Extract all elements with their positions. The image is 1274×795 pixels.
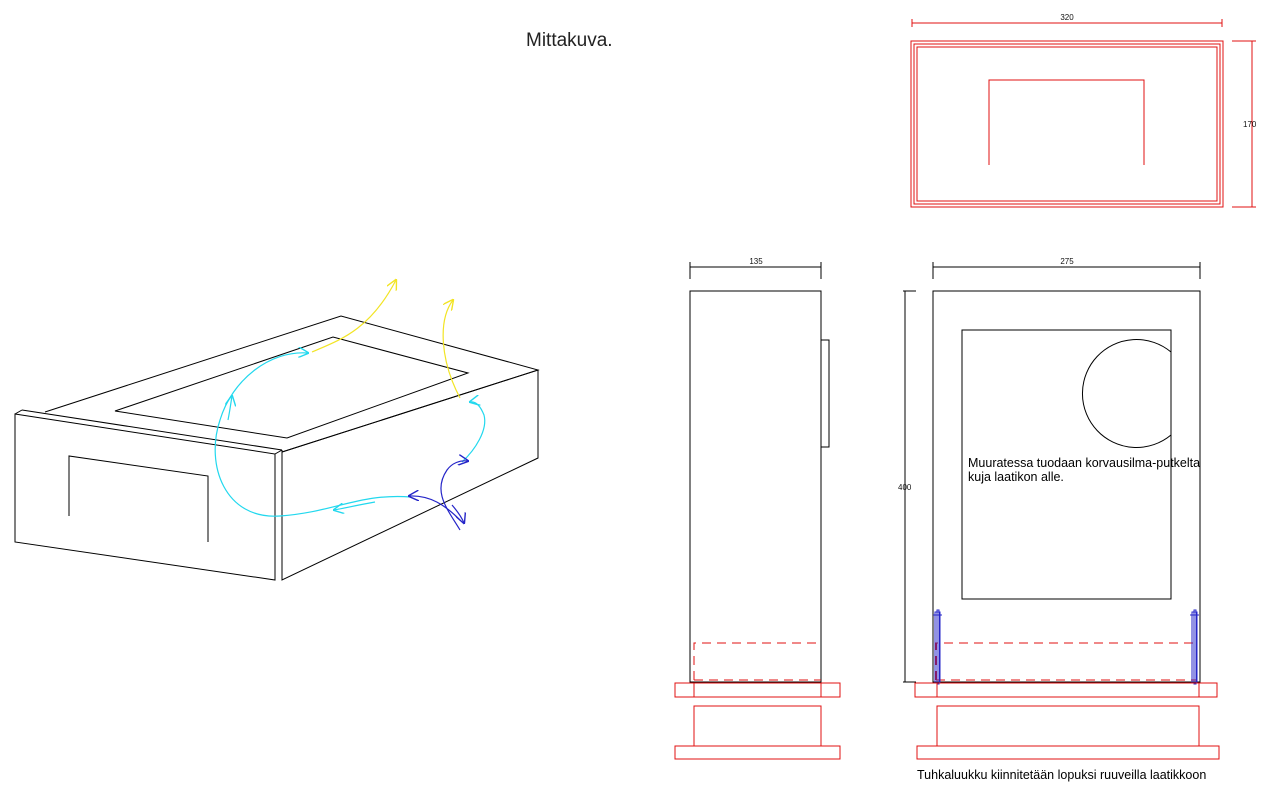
airflow-arrows xyxy=(214,280,486,531)
dim-front-width: 275 xyxy=(1060,257,1074,266)
front-view: 275 400 Muuratessa tuodaan korvausilma-p… xyxy=(898,257,1220,782)
blue-air-arrow-2 xyxy=(440,461,468,531)
dim-top-depth: 170 xyxy=(1243,120,1257,129)
front-ashbox-hidden xyxy=(935,642,1197,680)
box-front-plate xyxy=(14,413,276,581)
note-ashdoor: Tuhkaluukku kiinnitetään lopuksi ruuveil… xyxy=(917,768,1206,782)
side-masonry-block xyxy=(693,705,822,747)
flue-outlet-circle xyxy=(1081,339,1172,448)
top-outer-frame xyxy=(910,40,1224,208)
box-top-face xyxy=(44,315,540,453)
box-right-face xyxy=(281,369,539,581)
box-top-opening xyxy=(114,336,470,439)
side-door-handle xyxy=(820,339,830,448)
front-masonry-base xyxy=(916,745,1220,760)
front-masonry-block xyxy=(936,705,1200,747)
blue-air-arrow-1 xyxy=(409,496,461,521)
front-body xyxy=(932,290,1201,683)
isometric-box-view xyxy=(14,315,540,581)
side-masonry-plate xyxy=(674,682,841,698)
side-view: 135 xyxy=(674,257,841,760)
left-screw xyxy=(933,609,942,685)
dim-height: 400 xyxy=(898,483,912,492)
side-masonry-base xyxy=(674,745,841,760)
drawing-title: Mittakuva. xyxy=(526,30,613,51)
side-body xyxy=(689,290,822,683)
warm-air-arrow-1 xyxy=(311,280,396,353)
dim-top-width: 320 xyxy=(1060,13,1074,22)
note-masonry-line-2: kuja laatikon alle. xyxy=(968,470,1064,484)
front-masonry-plate xyxy=(914,682,1218,698)
note-masonry-line-1: Muuratessa tuodaan korvausilma-putkelta xyxy=(968,456,1200,470)
dim-side-width: 135 xyxy=(749,257,763,266)
right-screw xyxy=(1190,609,1199,685)
front-door-opening xyxy=(961,329,1172,600)
cyan-air-loop xyxy=(214,353,412,517)
box-front-opening xyxy=(68,455,209,542)
side-ashbox-hidden xyxy=(693,642,821,680)
top-inner-opening xyxy=(988,79,1145,165)
warm-air-arrow-2 xyxy=(442,300,461,399)
top-view: 320 170 xyxy=(910,13,1257,208)
cyan-air-arrow-right xyxy=(461,402,486,463)
